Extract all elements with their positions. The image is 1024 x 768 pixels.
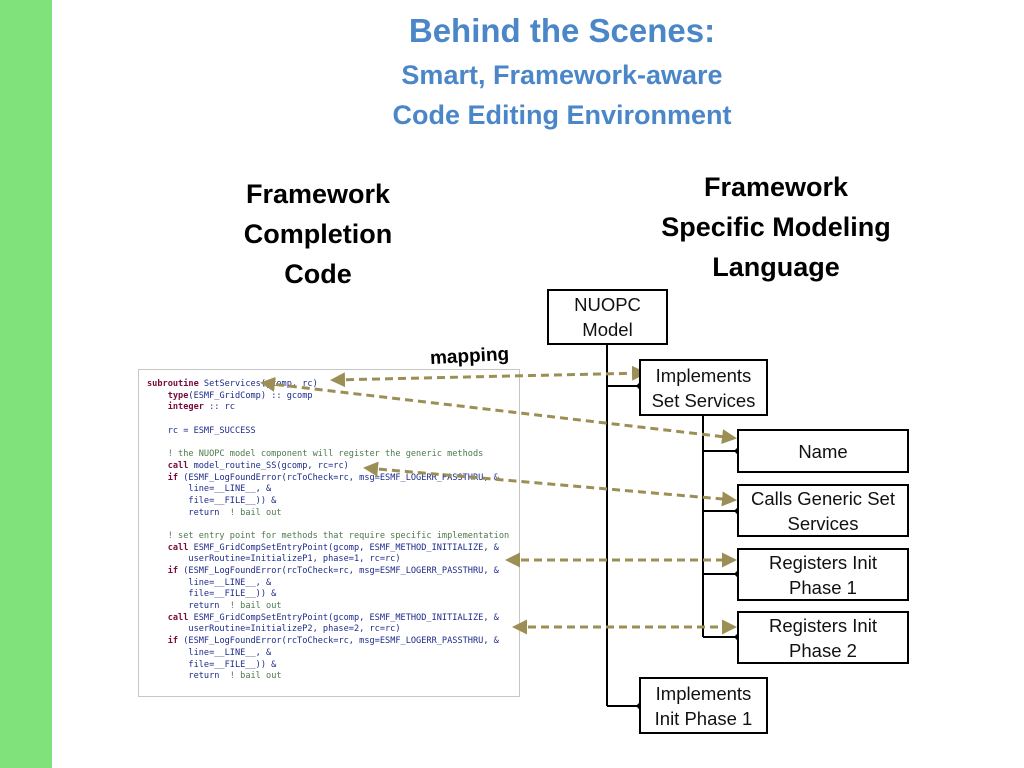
code-token: ! bail out (229, 671, 282, 682)
framework-completion-code-heading: Framework Completion Code (188, 174, 448, 294)
heading-line: Framework (703, 172, 849, 202)
code-token: ! bail out (229, 601, 282, 612)
code-token: userRoutine=InitializeP2, phase=2, rc=rc… (147, 624, 401, 635)
heading-line: Code (284, 259, 352, 289)
code-token: userRoutine=InitializeP1, phase=1, rc=rc… (147, 554, 401, 565)
code-line: file=__FILE__)) & (147, 496, 519, 508)
code-line: line=__LINE__, & (147, 648, 519, 660)
code-token: ! bail out (229, 507, 282, 518)
code-token: file=__FILE__)) & (147, 659, 277, 670)
code-token: (ESMF_LogFoundError(rcToCheck=rc, msg=ES… (178, 566, 499, 576)
code-line: file=__FILE__)) & (147, 660, 519, 672)
code-token: file=__FILE__)) & (147, 589, 277, 600)
code-token: integer (167, 402, 204, 413)
code-token: call (167, 460, 189, 471)
name-box: Name (737, 429, 909, 473)
code-token: line=__LINE__, & (147, 647, 272, 658)
code-token: ESMF_GridCompSetEntryPoint(gcomp, ESMF_M… (188, 542, 499, 553)
code-line: if (ESMF_LogFoundError(rcToCheck=rc, msg… (147, 636, 519, 648)
code-line: userRoutine=InitializeP2, phase=2, rc=rc… (147, 624, 519, 636)
code-token: return (147, 601, 230, 612)
code-token: return (147, 671, 230, 682)
code-line: if (ESMF_LogFoundError(rcToCheck=rc, msg… (147, 566, 519, 578)
code-token: model_routine_SS(gcomp, rc=rc) (188, 460, 349, 471)
registers-init-phase-1-label: Registers Init Phase 1 (769, 551, 877, 598)
calls-generic-set-services-box: Calls Generic Set Services (737, 484, 909, 537)
code-token: line=__LINE__, & (147, 577, 272, 588)
code-line: return ! bail out (147, 671, 519, 683)
nuopc-model-box: NUOPC Model (547, 289, 668, 345)
code-line: return ! bail out (147, 601, 519, 613)
code-line: ! set entry point for methods that requi… (147, 531, 519, 543)
accent-side-bar (0, 0, 52, 768)
registers-init-phase-1-box: Registers Init Phase 1 (737, 548, 909, 601)
name-label: Name (798, 440, 848, 462)
code-token: if (167, 566, 179, 576)
code-token: ! set entry point for methods that requi… (147, 530, 510, 541)
code-token: SetServices (203, 379, 261, 389)
code-token: ESMF_GridCompSetEntryPoint(gcomp, ESMF_M… (188, 612, 499, 623)
code-line: call ESMF_GridCompSetEntryPoint(gcomp, E… (147, 543, 519, 555)
implements-set-services-box: Implements Set Services (639, 359, 768, 416)
code-line: call ESMF_GridCompSetEntryPoint(gcomp, E… (147, 613, 519, 625)
code-token: (ESMF_LogFoundError(rcToCheck=rc, msg=ES… (178, 636, 499, 647)
code-token: call (167, 542, 189, 553)
implements-set-services-label: Implements Set Services (651, 364, 756, 411)
code-line: call model_routine_SS(gcomp, rc=rc) (147, 461, 519, 473)
registers-init-phase-2-box: Registers Init Phase 2 (737, 611, 909, 664)
code-line: return ! bail out (147, 508, 519, 520)
slide-subtitle-line-1: Smart, Framework-aware (401, 60, 723, 90)
implements-init-phase-1-label: Implements Init Phase 1 (654, 682, 753, 729)
code-token: call (167, 612, 189, 623)
code-token: type (167, 390, 189, 401)
mapping-arrow-name (260, 376, 737, 445)
code-token: line=__LINE__, & (147, 484, 272, 495)
code-line: rc = ESMF_SUCCESS (147, 426, 519, 438)
heading-line: Completion (243, 219, 393, 249)
nuopc-model-label: NUOPC Model (574, 294, 641, 340)
code-line: ! the NUOPC model component will registe… (147, 449, 519, 461)
registers-init-phase-2-label: Registers Init Phase 2 (769, 614, 877, 661)
implements-init-phase-1-box: Implements Init Phase 1 (639, 677, 768, 734)
heading-line: Specific Modeling (661, 212, 891, 242)
mapping-arrow-calls-generic (363, 461, 737, 507)
mapping-arrow-set-services (330, 365, 647, 388)
code-token: rc = ESMF_SUCCESS (147, 425, 256, 436)
calls-generic-set-services-label: Calls Generic Set Services (751, 487, 895, 534)
code-line: file=__FILE__)) & (147, 589, 519, 601)
slide-title: Behind the Scenes: (408, 12, 716, 49)
code-token: file=__FILE__)) & (147, 495, 277, 506)
code-token: ! the NUOPC model component will registe… (147, 449, 484, 460)
code-token: if (167, 472, 179, 483)
heading-line: Framework (245, 179, 391, 209)
code-token: subroutine (147, 379, 204, 389)
code-line: line=__LINE__, & (147, 578, 519, 590)
heading-line: Language (712, 252, 840, 282)
slide-subtitle-line-2: Code Editing Environment (392, 100, 732, 130)
code-line: line=__LINE__, & (147, 484, 519, 496)
code-token: :: rc (203, 402, 235, 413)
code-token: if (167, 636, 179, 647)
code-line: userRoutine=InitializeP1, phase=1, rc=rc… (147, 554, 519, 566)
framework-modeling-language-heading: Framework Specific Modeling Language (626, 167, 926, 287)
code-token: return (147, 507, 230, 518)
code-line: integer :: rc (147, 402, 519, 414)
